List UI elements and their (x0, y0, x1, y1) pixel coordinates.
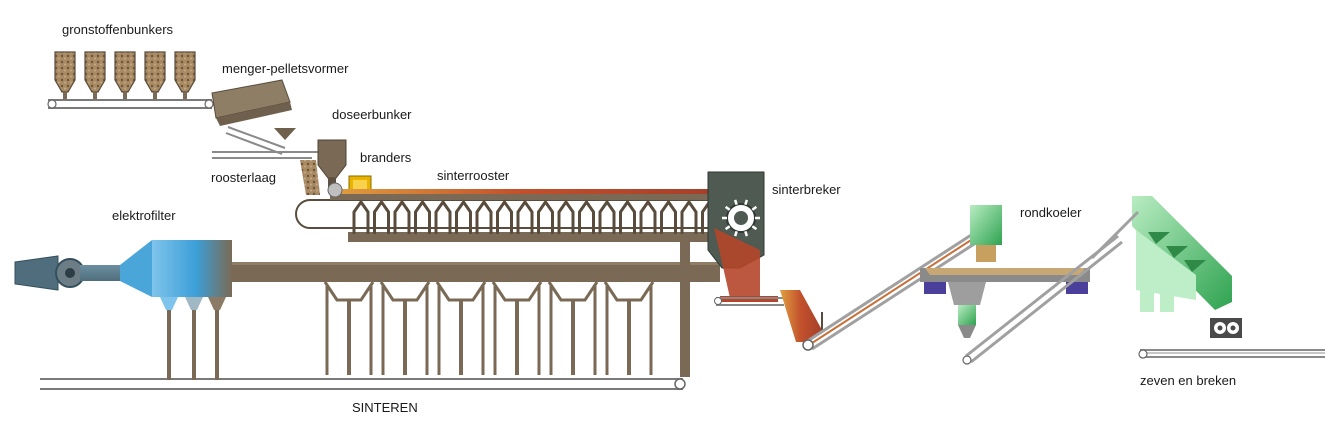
screen-deck (1148, 232, 1170, 244)
screening-and-crushing (1132, 196, 1325, 359)
grate-wind-box (414, 199, 431, 234)
screen-deck (1184, 260, 1206, 272)
dust-hopper (323, 281, 375, 375)
dust-hopper (603, 281, 655, 375)
grate-wind-box (619, 199, 636, 234)
grate-wind-box (598, 199, 616, 234)
dust-hopper (547, 281, 599, 375)
bunker-conveyor (47, 99, 214, 109)
grate-wind-box (639, 199, 657, 234)
sinter-breaker (707, 171, 823, 342)
mixer-pelletizer (211, 79, 296, 155)
label-raw-material-bunkers: gronstoffenbunkers (62, 22, 174, 37)
label-sinter-grate: sinterrooster (437, 168, 510, 183)
bunker (114, 51, 136, 100)
grate-wind-box (352, 199, 370, 234)
breaker-tooth (744, 199, 749, 206)
label-mixer-pelletizer: menger-pelletsvormer (222, 61, 349, 76)
bunker (84, 51, 106, 100)
rotary-cooler (920, 205, 1123, 365)
breaker-tooth (733, 199, 738, 206)
breaker-tooth (733, 230, 738, 237)
main-gas-duct (230, 242, 720, 377)
grate-wind-box (455, 199, 472, 234)
breaker-tooth (751, 225, 758, 231)
grate-wind-box (496, 199, 513, 234)
label-dosing-bunker: doseerbunker (332, 107, 412, 122)
grate-wind-box (434, 199, 452, 234)
bunker (54, 51, 76, 100)
label-rotary-cooler: rondkoeler (1020, 205, 1082, 220)
grate-wind-box (393, 199, 411, 234)
grate-wind-box (475, 199, 493, 234)
electrostatic-filter (14, 240, 232, 380)
inclined-conveyor-to-cooler (802, 226, 989, 351)
dust-hopper (491, 281, 543, 375)
label-screening-crushing: zeven en breken (1140, 373, 1237, 388)
breaker-tooth (724, 225, 731, 231)
label-sinter-breaker: sinterbreker (772, 182, 841, 197)
raw-material-bunkers (54, 51, 196, 100)
grate-wind-box (516, 199, 534, 234)
breaker-tooth (751, 205, 758, 211)
screen-deck (1166, 246, 1188, 258)
dosing-bunker (317, 139, 347, 188)
diagram-title: SINTEREN (352, 400, 418, 415)
bunker (174, 51, 196, 100)
grate-wind-box (537, 199, 554, 234)
dust-hopper (379, 281, 431, 375)
grate-layer-feed-belt (212, 151, 320, 195)
sinter-grate (295, 182, 718, 242)
grate-wind-box (373, 199, 390, 234)
conveyor-cooler-to-screens (1090, 210, 1140, 260)
breaker-tooth (724, 205, 731, 211)
bottom-return-conveyor (40, 378, 686, 390)
label-electrostatic-filter: elektrofilter (112, 208, 176, 223)
label-burners: branders (360, 150, 412, 165)
breaker-tooth (744, 230, 749, 237)
grate-wind-box (680, 199, 698, 234)
dust-hopper (435, 281, 487, 375)
label-grate-layer: roosterlaag (211, 170, 277, 185)
grate-wind-box (660, 199, 677, 234)
grate-wind-box (578, 199, 595, 234)
bunker (144, 51, 166, 100)
grate-wind-box (557, 199, 575, 234)
